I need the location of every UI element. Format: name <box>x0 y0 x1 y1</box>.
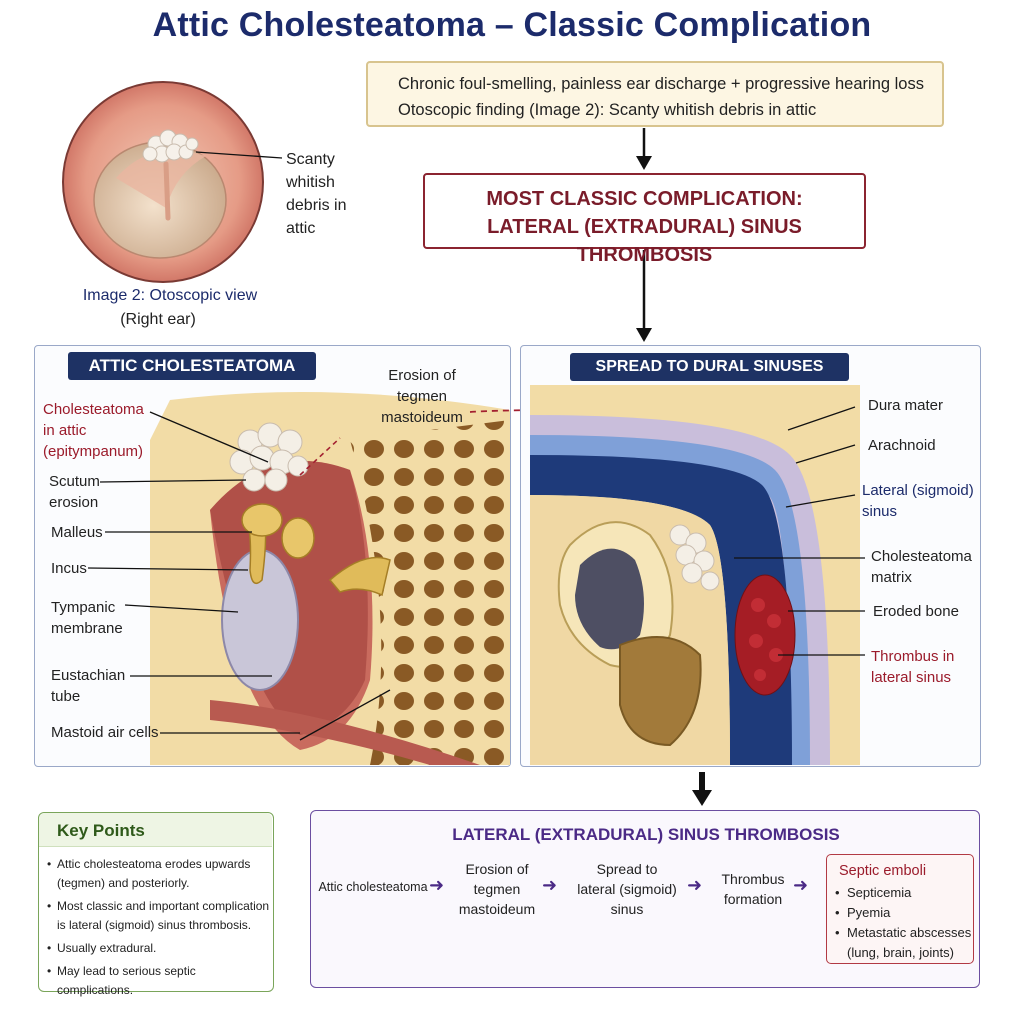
mastoid-air-cells-label: Mastoid air cells <box>51 724 159 741</box>
incus-label: Incus <box>51 560 87 577</box>
otoscopic-subcaption: (Right ear) <box>120 311 196 328</box>
thrombus-label: Thrombus in lateral sinus <box>871 648 955 686</box>
otoscopic-caption: Image 2: Otoscopic view <box>82 287 258 304</box>
key-points-box: Key Points Attic cholesteatoma erodes up… <box>38 812 274 997</box>
dural-panel-heading: SPREAD TO DURAL SINUSES <box>570 353 849 381</box>
flow-step-2: Erosion of tegmen mastoideum <box>458 861 536 917</box>
left-panel-leader-lines <box>87 409 520 741</box>
flow-step-4: Thrombus formation <box>721 871 785 907</box>
down-arrow-to-flow <box>692 772 712 806</box>
debris-label: Scanty whitish debris in attic <box>286 151 347 237</box>
tegmen-erosion-label: Erosion of tegmen mastoideum <box>381 367 463 426</box>
middle-ear-anatomy-illustration <box>150 392 510 765</box>
key-point-item: May lead to serious septic complications… <box>45 962 273 1000</box>
classic-complication-box: MOST CLASSIC COMPLICATION: LATERAL (EXTR… <box>423 173 866 266</box>
septic-emboli-heading: Septic emboli <box>839 863 927 879</box>
septic-emboli-list: Septicemia Pyemia Metastatic abscesses (… <box>835 883 971 963</box>
right-panel-leader-lines <box>734 406 865 656</box>
cholesteatoma-attic-label: Cholesteatoma in attic (epitympanum) <box>43 401 144 460</box>
dura-mater-label: Dura mater <box>868 397 944 414</box>
dural-sinus-illustration <box>530 385 860 765</box>
flow-arrow-icon: ➜ <box>687 875 703 895</box>
key-point-item: Attic cholesteatoma erodes upwards (tegm… <box>45 855 273 893</box>
otoscopic-view-illustration <box>62 81 264 283</box>
complication-line-1: MOST CLASSIC COMPLICATION: <box>486 188 803 210</box>
septic-item-note: (lung, brain, joints) <box>847 945 954 960</box>
top-connector-arrows <box>636 128 652 342</box>
scutum-erosion-label: Scutum erosion <box>49 473 100 511</box>
cholesteatoma-matrix-label: Cholesteatoma matrix <box>871 548 972 586</box>
attic-debris <box>142 129 199 163</box>
complication-line-2: LATERAL (EXTRADURAL) SINUS THROMBOSIS <box>487 216 802 266</box>
septic-item: Septicemia <box>835 883 971 903</box>
tympanic-membrane-label: Tympanic membrane <box>51 599 123 637</box>
debris-leader-line <box>195 151 283 159</box>
attic-panel-heading: ATTIC CHOLESTEATOMA <box>68 352 316 380</box>
septic-item: Metastatic abscesses <box>835 923 971 943</box>
eustachian-tube-label: Eustachian tube <box>51 667 126 705</box>
history-line-1: Chronic foul-smelling, painless ear disc… <box>398 75 924 93</box>
clinical-history-box: Chronic foul-smelling, painless ear disc… <box>366 61 944 127</box>
history-line-2: Otoscopic finding (Image 2): Scanty whit… <box>398 101 817 119</box>
septic-item: Pyemia <box>835 903 971 923</box>
flow-arrow-icon: ➜ <box>793 875 809 895</box>
septic-emboli-box: Septic emboli Septicemia Pyemia Metastat… <box>826 854 974 964</box>
arachnoid-label: Arachnoid <box>868 437 936 454</box>
lateral-sinus-label: Lateral (sigmoid) sinus <box>862 482 974 520</box>
flow-arrow-icon: ➜ <box>542 875 558 895</box>
flow-step-3: Spread to lateral (sigmoid) sinus <box>577 861 677 917</box>
malleus-label: Malleus <box>51 524 103 541</box>
flow-arrow-icon: ➜ <box>429 875 445 895</box>
pathway-flow-box: LATERAL (EXTRADURAL) SINUS THROMBOSIS At… <box>310 810 980 988</box>
page-title: Attic Cholesteatoma – Classic Complicati… <box>152 6 872 44</box>
key-point-item: Usually extradural. <box>45 939 273 958</box>
key-points-heading: Key Points <box>39 813 272 847</box>
eroded-bone-label: Eroded bone <box>873 603 959 620</box>
flow-heading: LATERAL (EXTRADURAL) SINUS THROMBOSIS <box>452 825 840 844</box>
key-point-item: Most classic and important complication … <box>45 897 273 935</box>
key-points-list: Attic cholesteatoma erodes upwards (tegm… <box>45 855 273 1004</box>
flow-step-1: Attic cholesteatoma <box>318 880 428 894</box>
